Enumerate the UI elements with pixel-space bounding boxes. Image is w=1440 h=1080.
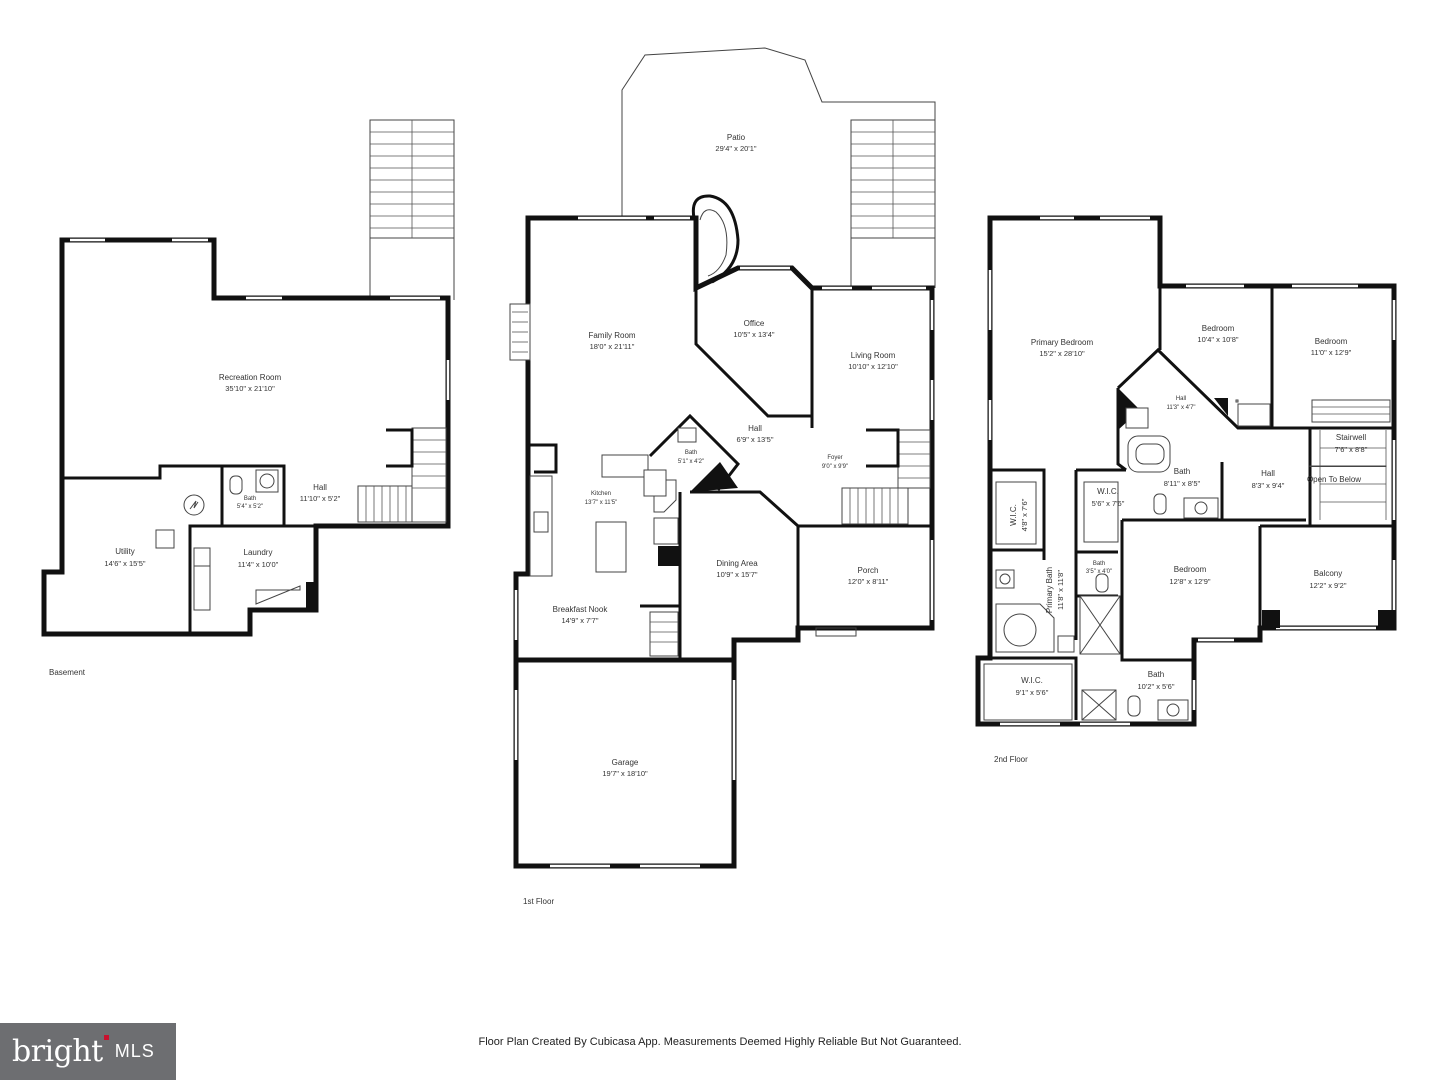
room-name: Patio xyxy=(727,133,746,142)
toilet-icon xyxy=(1127,695,1141,717)
patio-outline xyxy=(621,47,936,218)
room-name: Bath xyxy=(1174,467,1190,476)
room-dims: 14'6" x 15'5" xyxy=(104,559,145,568)
room-name: Laundry xyxy=(244,548,273,557)
room-name: Bedroom xyxy=(1315,337,1348,346)
room-dims: 10'9" x 15'7" xyxy=(716,570,757,579)
room-name: Foyer xyxy=(827,455,842,461)
brand-suffix: MLS xyxy=(114,1041,155,1061)
room-dims: 10'5" x 13'4" xyxy=(733,330,774,339)
room-dims: 9'1" x 5'6" xyxy=(1016,688,1049,697)
toilet-icon xyxy=(1153,493,1167,515)
room-name: W.I.C. xyxy=(1009,504,1018,526)
room-name: Garage xyxy=(612,758,639,767)
room-name: Primary Bath xyxy=(1045,567,1054,613)
room-dims: 10'4" x 10'8" xyxy=(1197,335,1238,344)
room-name: Hall xyxy=(1261,469,1275,478)
room-name: Hall xyxy=(313,483,327,492)
first-floor-plan: Patio 29'4" x 20'1" Family Room 18'0" x … xyxy=(509,47,936,906)
stove-icon xyxy=(643,469,667,497)
second-floor-plan: Primary Bedroom 15'2" x 28'10" Bedroom 1… xyxy=(975,215,1397,764)
room-dims: 8'11" x 8'5" xyxy=(1164,479,1201,488)
room-name: Living Room xyxy=(851,351,896,360)
floor-label-first: 1st Floor xyxy=(523,897,554,906)
room-dims: 6'9" x 13'5" xyxy=(737,435,774,444)
toilet-icon xyxy=(1095,573,1109,593)
room-name: Bedroom xyxy=(1174,565,1207,574)
basement-exterior-stairs xyxy=(369,119,455,300)
room-dims: 10'10" x 12'10" xyxy=(848,362,898,371)
room-dims: 5'6" x 7'6" xyxy=(1092,499,1125,508)
first-floor-exterior-stairs xyxy=(850,119,936,288)
room-dims: 5'4" x 5'2" xyxy=(237,504,263,510)
room-name: W.I.C. xyxy=(1097,487,1119,496)
room-dims: 11'3" x 4'7" xyxy=(1166,405,1195,411)
kitchen-island xyxy=(595,521,627,573)
room-name: Bath xyxy=(1148,670,1164,679)
room-dims: 14'9" x 7'7" xyxy=(562,616,599,625)
room-name: Hall xyxy=(748,424,762,433)
room-name: Bath xyxy=(1093,561,1105,567)
room-dims: 13'7" x 11'5" xyxy=(585,500,617,506)
room-name: Utility xyxy=(115,547,135,556)
sink-icon xyxy=(1194,501,1208,515)
room-dims: 11'0" x 12'9" xyxy=(1311,348,1352,357)
room-dims: 9'0" x 9'9" xyxy=(822,464,848,470)
room-name: Open To Below xyxy=(1307,475,1361,484)
footer-disclaimer: Floor Plan Created By Cubicasa App. Meas… xyxy=(478,1036,962,1048)
room-dims: 12'0" x 8'11" xyxy=(848,577,889,586)
first-floor-exterior-wall xyxy=(513,215,935,869)
room-name: Office xyxy=(744,319,765,328)
brand-name: bright xyxy=(12,1034,103,1069)
kitchen-sink-icon xyxy=(533,511,549,533)
room-name: Stairwell xyxy=(1336,433,1366,442)
room-name: Primary Bedroom xyxy=(1031,338,1094,347)
toilet-icon xyxy=(229,475,243,495)
basement-stairs xyxy=(357,427,447,523)
second-floor-stairwell xyxy=(1311,399,1391,520)
room-dims: 35'10" x 21'10" xyxy=(225,384,275,393)
room-name: Dining Area xyxy=(716,559,758,568)
room-name: Family Room xyxy=(588,331,635,340)
room-dims: 10'2" x 5'6" xyxy=(1138,682,1175,691)
room-dims: 3'5" x 4'0" xyxy=(1086,569,1112,575)
room-name: Kitchen xyxy=(591,491,611,497)
sink-icon xyxy=(1166,703,1180,717)
room-dims: 7'6" x 8'8" xyxy=(1335,445,1368,454)
room-dims: 18'0" x 21'11" xyxy=(590,342,635,351)
room-dims: 12'2" x 9'2" xyxy=(1310,581,1347,590)
room-dims: 11'10" x 5'2" xyxy=(300,494,341,503)
room-name: Bedroom xyxy=(1202,324,1235,333)
room-dims: 15'2" x 28'10" xyxy=(1039,349,1085,358)
floor-label-basement: Basement xyxy=(49,668,86,677)
room-dims: 11'4" x 10'0" xyxy=(238,560,279,569)
room-dims: 4'8" x 7'6" xyxy=(1020,498,1029,531)
room-name: W.I.C. xyxy=(1021,676,1043,685)
room-name: Porch xyxy=(858,566,879,575)
room-dims: 29'4" x 20'1" xyxy=(715,144,756,153)
room-name: Breakfast Nook xyxy=(553,605,609,614)
brand-accent-dot xyxy=(103,1035,109,1040)
room-name: Bath xyxy=(685,450,697,456)
basement-plan: Recreation Room 35'10" x 21'10" Utility … xyxy=(41,119,455,677)
room-dims: 12'8" x 12'9" xyxy=(1169,577,1210,586)
room-name: Balcony xyxy=(1314,569,1342,578)
room-dims: 19'7" x 18'10" xyxy=(602,769,648,778)
sink-icon xyxy=(999,573,1011,585)
room-name: Hall xyxy=(1176,396,1186,402)
room-name: Bath xyxy=(244,496,256,502)
room-dims: 5'1" x 4'2" xyxy=(678,459,704,465)
room-dims: 8'3" x 9'4" xyxy=(1252,481,1285,490)
room-dims: 11'8" x 11'8" xyxy=(1056,570,1065,610)
first-floor-stairs xyxy=(841,428,931,525)
sink-icon xyxy=(677,427,697,443)
sink-icon xyxy=(259,473,275,489)
furnace-icon xyxy=(155,529,175,549)
bright-mls-logo: bright MLS xyxy=(0,1023,176,1080)
water-heater-icon xyxy=(183,494,205,516)
room-name: Recreation Room xyxy=(219,373,282,382)
floor-label-second: 2nd Floor xyxy=(994,755,1028,764)
